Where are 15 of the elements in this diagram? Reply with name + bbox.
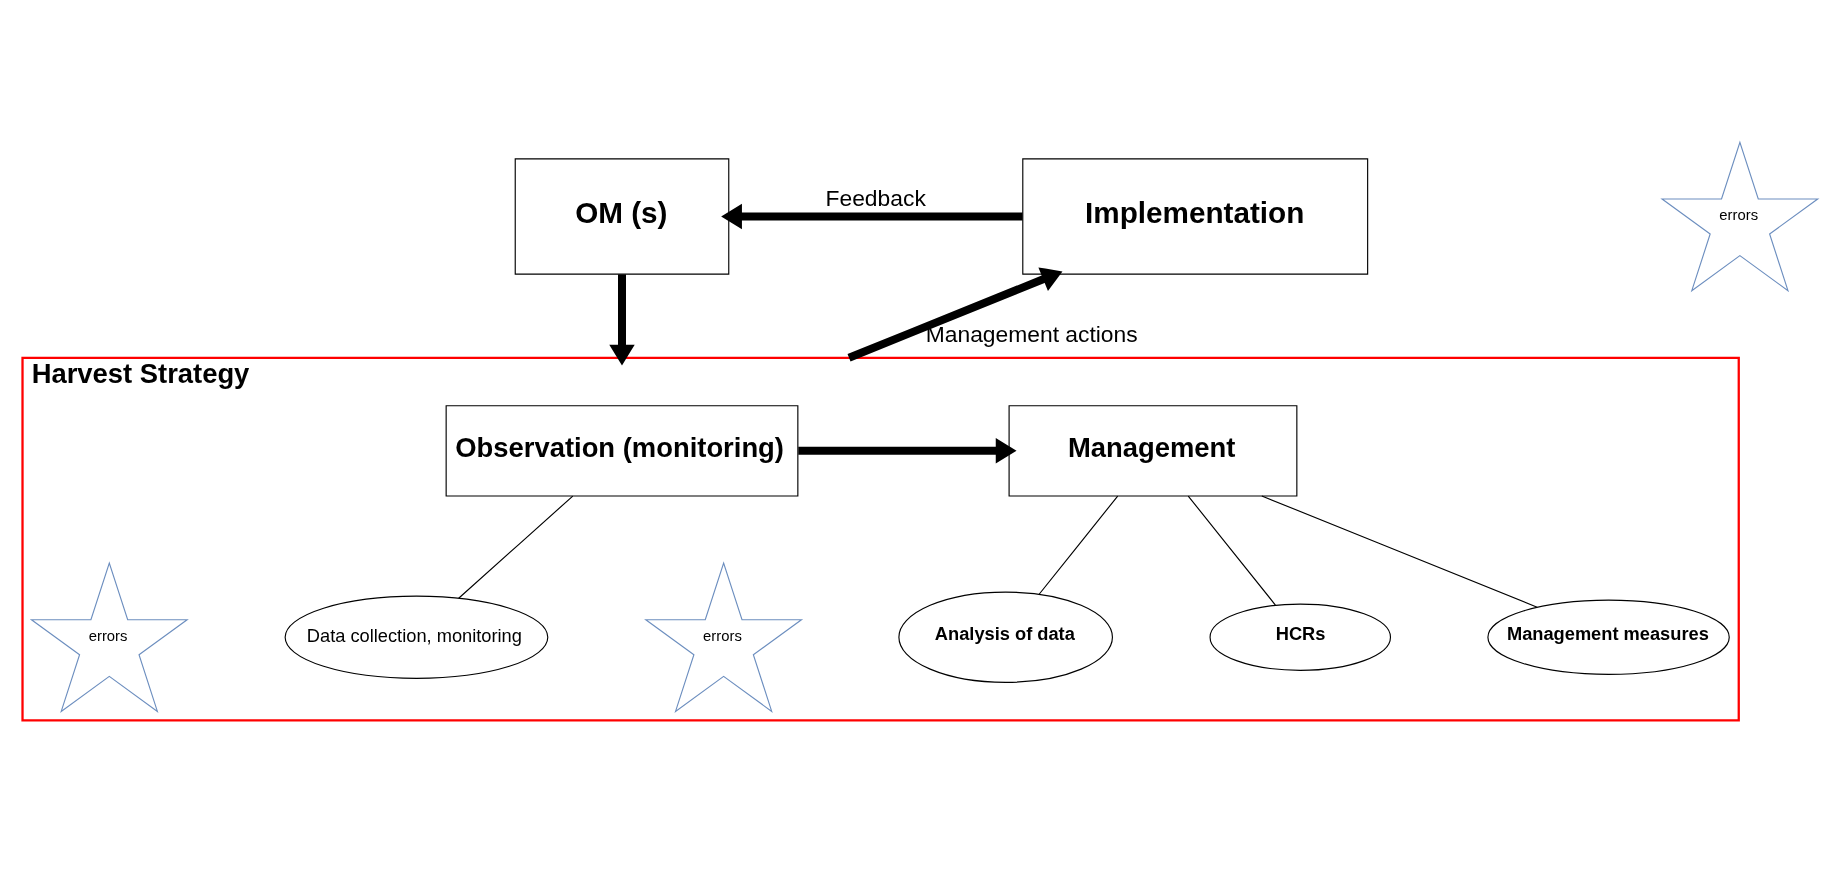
node-box: Observation (monitoring) bbox=[445, 405, 799, 497]
node-box: Implementation bbox=[1022, 158, 1369, 275]
node-ellipse: Data collection, monitoring bbox=[284, 595, 549, 679]
edge-label: Management actions bbox=[925, 320, 1138, 347]
node-ellipse: HCRs bbox=[1209, 603, 1392, 671]
connector bbox=[1261, 495, 1538, 608]
node-ellipse: Management measures bbox=[1487, 599, 1730, 675]
arrow bbox=[847, 267, 1063, 362]
connector bbox=[1187, 495, 1276, 606]
node-ellipse: Analysis of data bbox=[898, 591, 1113, 683]
node-box: Management bbox=[1008, 405, 1298, 497]
node-box: OM (s) bbox=[514, 158, 730, 275]
edge-label: Feedback bbox=[825, 185, 926, 212]
connector bbox=[1038, 495, 1119, 595]
connector bbox=[458, 495, 574, 599]
